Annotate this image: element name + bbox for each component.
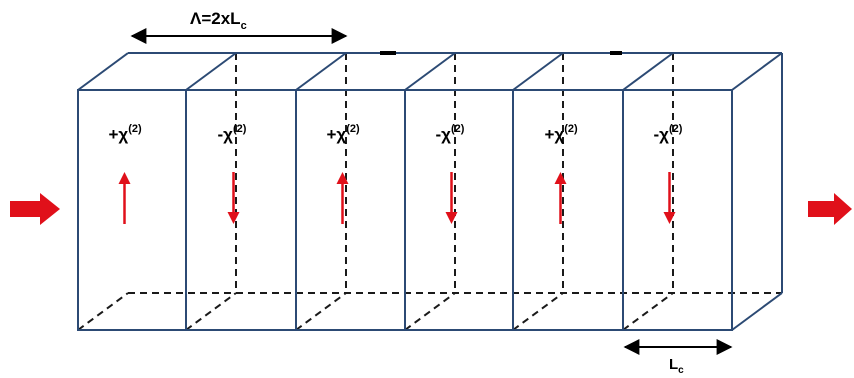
coherence-label: Lc bbox=[669, 356, 684, 376]
arrowhead-icon bbox=[554, 172, 567, 184]
period-label: Λ=2xLc bbox=[190, 9, 247, 32]
domain-sign: +χ bbox=[327, 125, 347, 144]
domain-superscript: (2) bbox=[564, 123, 578, 135]
arrowhead-icon bbox=[663, 212, 676, 224]
domain-superscript: (2) bbox=[669, 123, 683, 135]
domain-sign: -χ bbox=[654, 125, 670, 144]
domain-label: -χ(2) bbox=[218, 123, 247, 144]
domain-superscript: (2) bbox=[346, 123, 360, 135]
domain-sign: +χ bbox=[109, 125, 129, 144]
input-beam-arrow bbox=[10, 193, 60, 225]
domain-sign: +χ bbox=[545, 125, 565, 144]
domain-label: +χ(2) bbox=[327, 123, 360, 144]
domain-sign: -χ bbox=[436, 125, 452, 144]
hidden-edges bbox=[77, 53, 782, 331]
domain-sign: -χ bbox=[218, 125, 234, 144]
arrowhead-icon bbox=[336, 172, 349, 184]
domain-group: +χ(2)-χ(2)+χ(2)-χ(2)+χ(2)-χ(2) bbox=[109, 123, 683, 224]
arrowhead-icon bbox=[118, 172, 131, 184]
output-beam-arrow bbox=[808, 193, 852, 225]
domain-superscript: (2) bbox=[233, 123, 247, 135]
domain-label: +χ(2) bbox=[545, 123, 578, 144]
domain-label: -χ(2) bbox=[436, 123, 465, 144]
domain-label: -χ(2) bbox=[654, 123, 683, 144]
domain-superscript: (2) bbox=[451, 123, 465, 135]
domain-label: +χ(2) bbox=[109, 123, 142, 144]
arrowhead-icon bbox=[445, 212, 458, 224]
arrowhead-icon bbox=[227, 212, 240, 224]
crystal-edges bbox=[77, 52, 783, 331]
domain-superscript: (2) bbox=[128, 123, 142, 135]
